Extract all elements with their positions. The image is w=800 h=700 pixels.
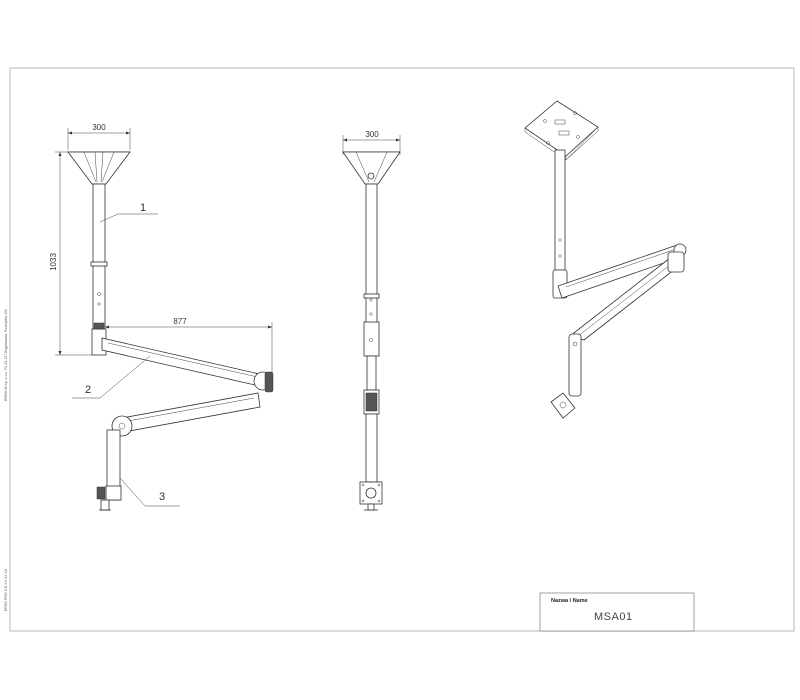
title-block: Nazwa / Name MSA01 [539, 592, 695, 632]
callout-1: 1 [140, 202, 146, 214]
front-view: 300 [342, 130, 401, 511]
dim-plate-width-side: 300 [92, 123, 106, 132]
title-block-value: MSA01 [594, 611, 633, 623]
isometric-view [524, 100, 687, 419]
title-block-label: Nazwa / Name [551, 598, 588, 604]
sheet-border [9, 67, 795, 632]
dim-height: 1033 [49, 253, 58, 271]
margin-footer-text: ERGO PRO S.E.XX.XX.XX [4, 568, 8, 611]
dim-arm-reach: 877 [173, 317, 187, 326]
dim-plate-width-front: 300 [365, 130, 379, 139]
side-view: 300 1033 877 [49, 123, 274, 511]
callout-3: 3 [159, 491, 165, 503]
callout-2: 2 [85, 384, 91, 396]
margin-company-text: ERGO-M Sp. z o.o. PL 23-137 Bogusławka, … [4, 309, 8, 401]
